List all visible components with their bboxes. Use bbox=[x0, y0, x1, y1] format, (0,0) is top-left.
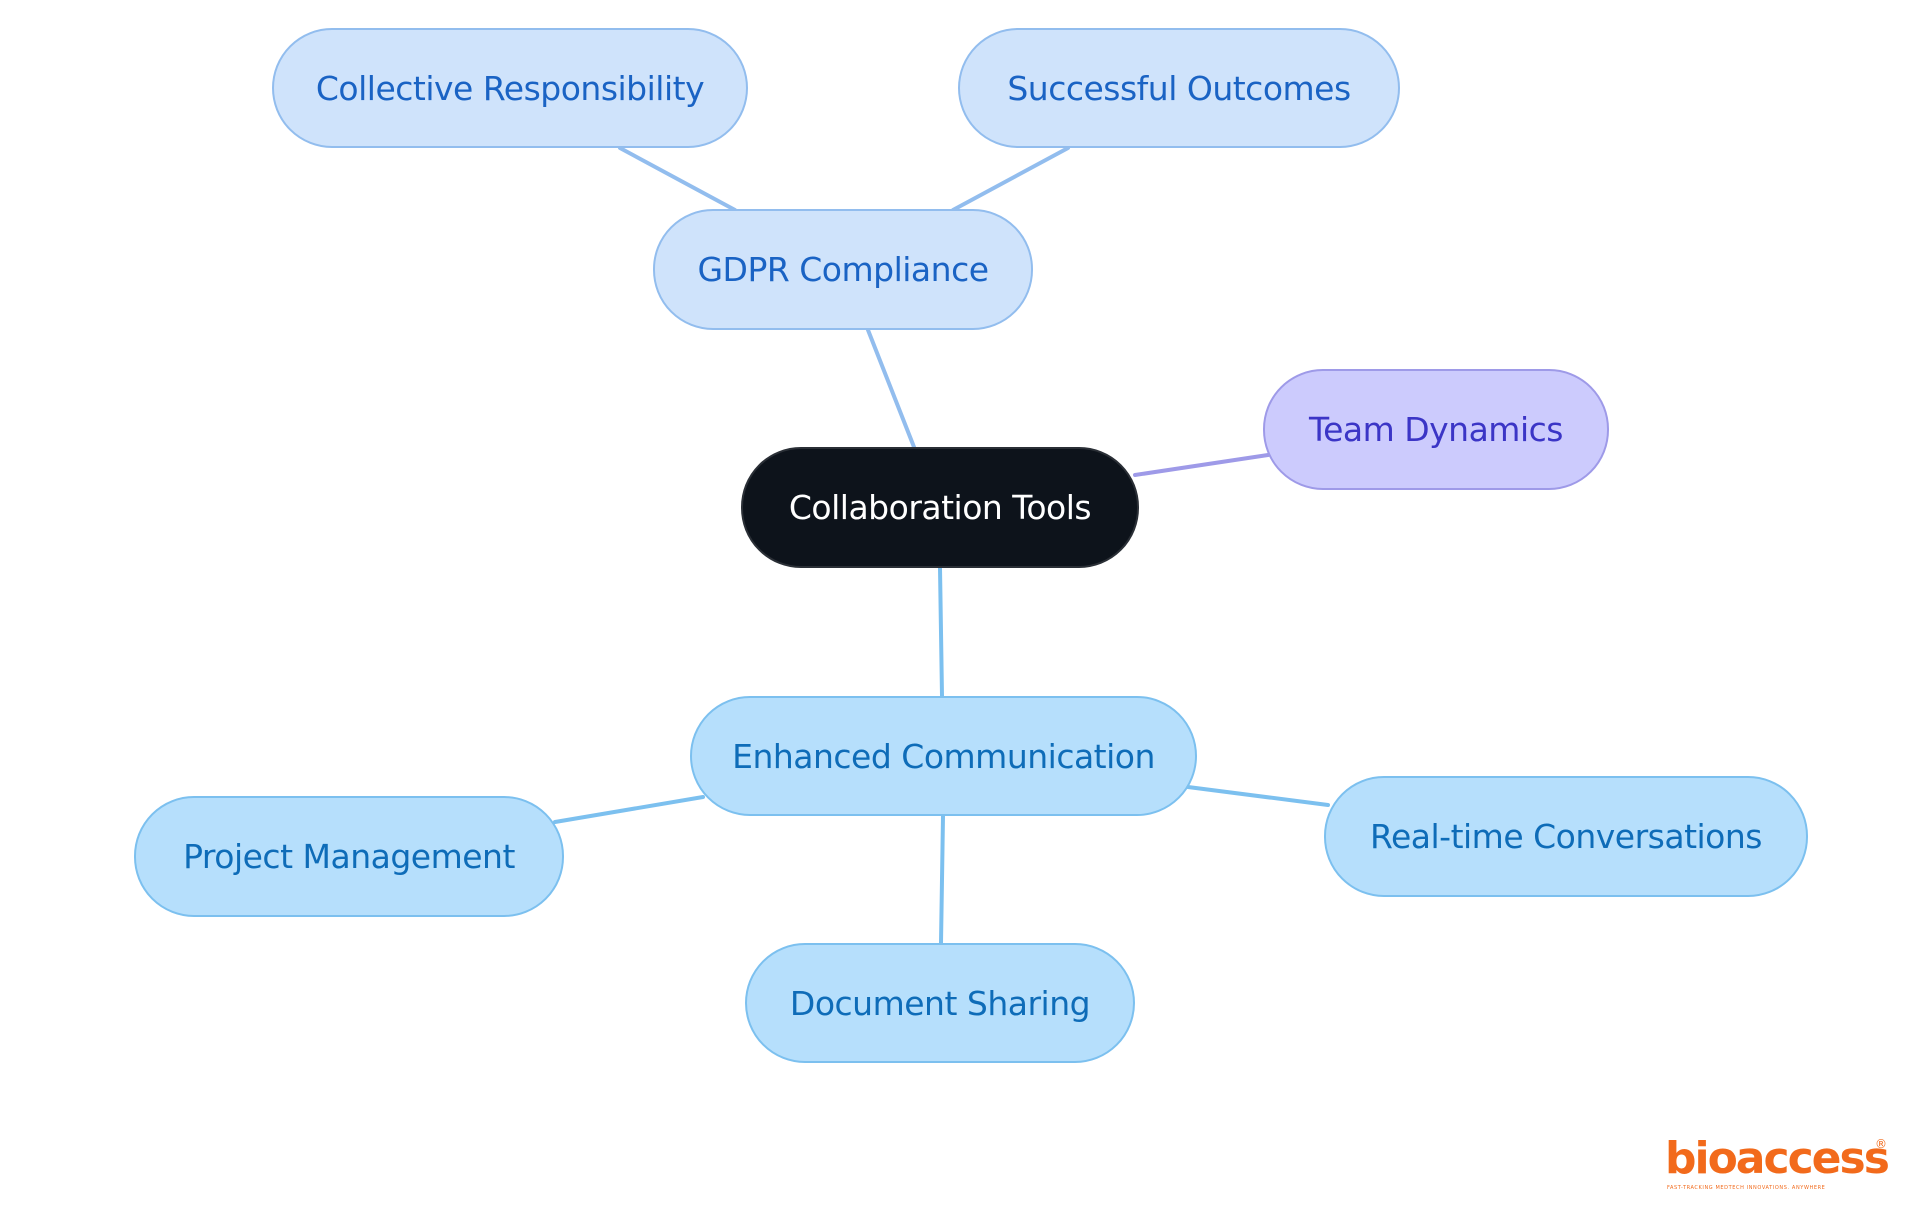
edge-root-communication bbox=[938, 566, 944, 698]
edge-root-gdpr bbox=[866, 328, 916, 449]
node-gdpr-compliance: GDPR Compliance bbox=[653, 209, 1033, 330]
edge-communication-document bbox=[939, 814, 945, 945]
node-collective-responsibility: Collective Responsibility bbox=[272, 28, 748, 148]
registered-mark: ® bbox=[1875, 1137, 1887, 1151]
edge-root-team bbox=[1133, 453, 1270, 477]
edge-communication-realtime bbox=[1186, 785, 1330, 807]
node-team-dynamics: Team Dynamics bbox=[1263, 369, 1609, 490]
node-successful-outcomes: Successful Outcomes bbox=[958, 28, 1400, 148]
logo-wordmark: bioaccess bbox=[1665, 1133, 1890, 1184]
bioaccess-logo: bioaccess ® FAST-TRACKING MEDTECH INNOVA… bbox=[1665, 1133, 1890, 1195]
node-project-management: Project Management bbox=[134, 796, 564, 917]
node-document-sharing: Document Sharing bbox=[745, 943, 1135, 1063]
node-real-time-conversations: Real-time Conversations bbox=[1324, 776, 1808, 897]
edge-gdpr-successful bbox=[951, 146, 1070, 212]
node-enhanced-communication: Enhanced Communication bbox=[690, 696, 1197, 816]
edge-communication-project bbox=[553, 795, 705, 824]
node-collaboration-tools: Collaboration Tools bbox=[741, 447, 1139, 568]
edge-gdpr-collective bbox=[618, 146, 737, 212]
logo-tagline: FAST-TRACKING MEDTECH INNOVATIONS. ANYWH… bbox=[1667, 1185, 1826, 1191]
